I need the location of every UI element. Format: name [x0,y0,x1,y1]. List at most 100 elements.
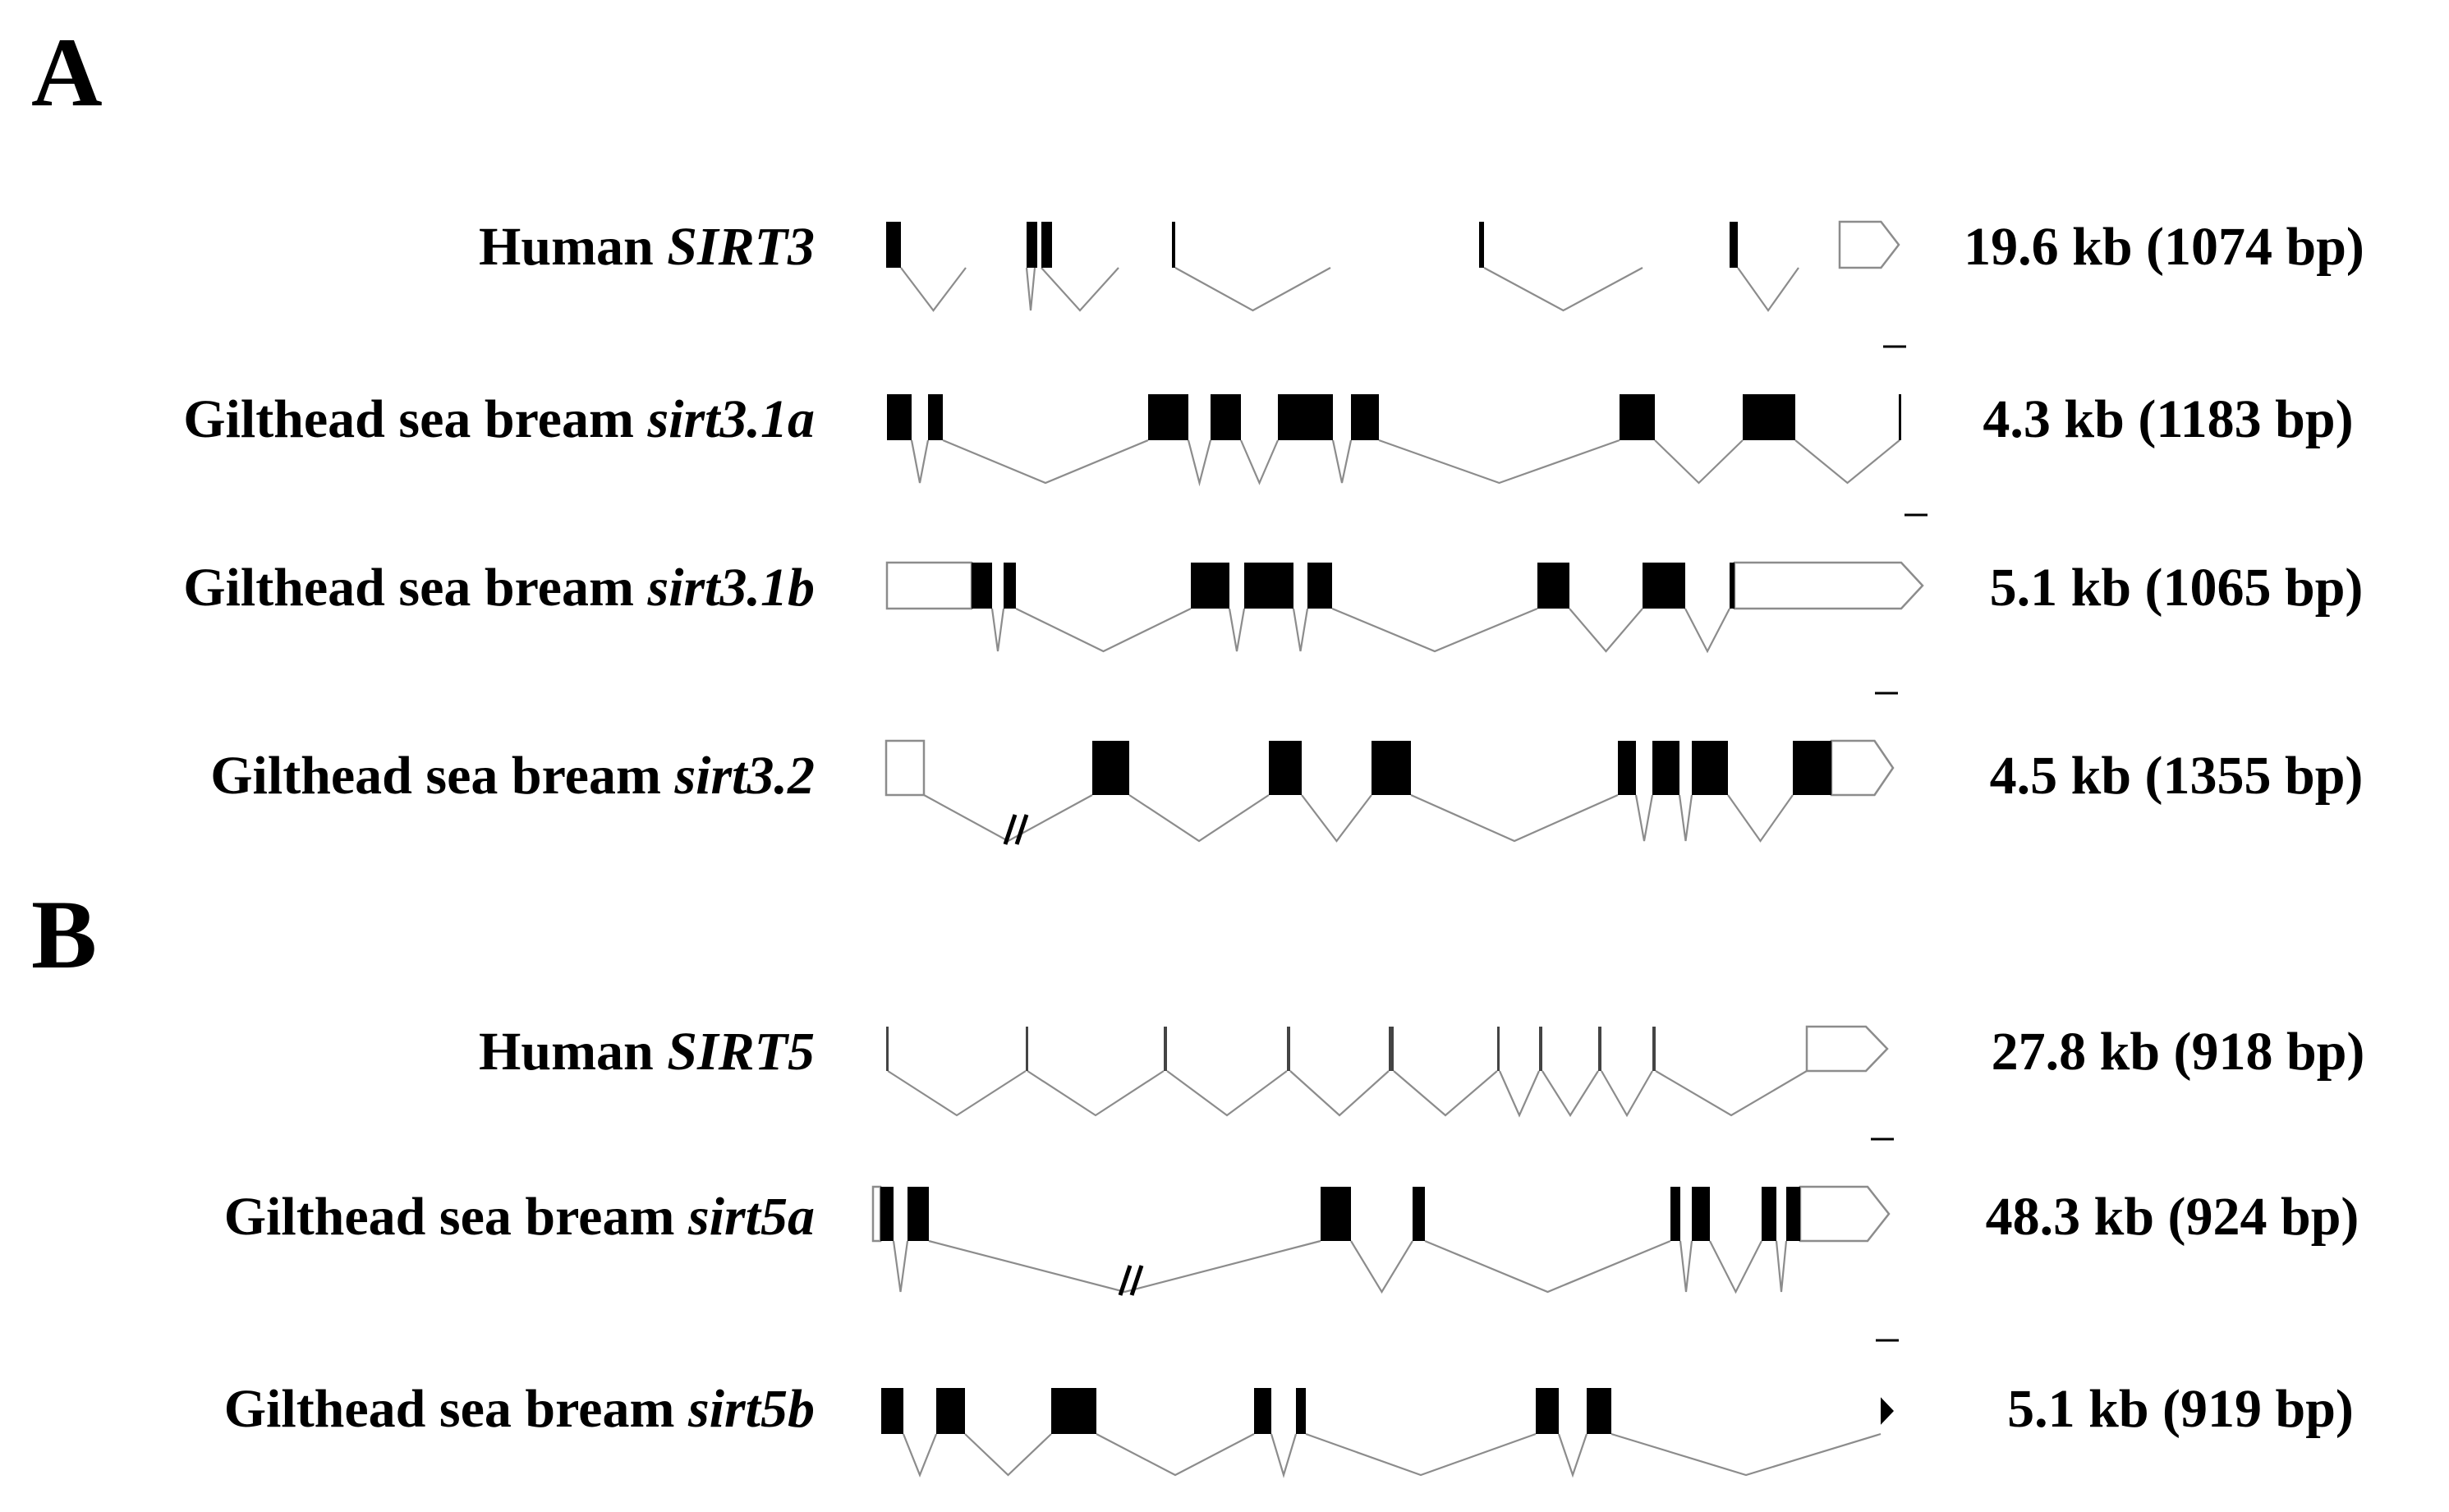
utr-end-arrow [1799,1185,1891,1243]
exon-box [1372,741,1411,795]
exon-box [1497,1027,1500,1071]
intron-line [1128,794,1270,843]
intron-line [1228,608,1246,652]
intron-line [990,608,1005,652]
exon-box [880,1187,894,1241]
gene-symbol: sirt3.1a [647,389,815,449]
gene-label-sirt3-2: Gilthead sea bream sirt3.2 [210,749,815,803]
exon-box [1618,741,1636,795]
exon-box [907,1187,929,1241]
break-mark [1003,814,1018,845]
exon-box [886,1027,889,1071]
utr-end-arrow [1881,1397,1894,1425]
exon-box [1211,394,1241,440]
gene-symbol: sirt5b [687,1379,815,1439]
intron-line [1634,794,1654,842]
break-mark [1118,1265,1133,1296]
intron-line [964,1433,1052,1477]
intron-line [1483,267,1643,312]
intron-line [1025,267,1036,311]
exon-box [1670,1187,1680,1241]
exon-box [1027,222,1037,268]
intron-line [1569,608,1643,653]
intron-line [1678,794,1693,842]
gene-label-human-sirt3: Human SIRT3 [479,220,815,274]
intron-line [1041,267,1119,312]
exon-box [1899,394,1901,440]
intron-line [1654,439,1744,485]
gene-label-sirt5a: Gilthead sea bream sirt5a [224,1190,815,1244]
gene-label-sirt3-1a: Gilthead sea bream sirt3.1a [183,393,815,447]
intron-line [1794,439,1900,485]
intron-line [1350,1240,1413,1294]
intron-line [1187,439,1212,487]
exon-box [1389,1027,1394,1071]
intron-line [900,267,967,312]
gene-prefix: Gilthead sea bream [183,389,648,449]
intron-line [1301,794,1372,843]
exon-box [936,1388,965,1434]
intron-line [1424,1239,1671,1294]
gene-symbol: SIRT3 [667,217,815,277]
gene-symbol: sirt5a [687,1187,815,1247]
exon-box [1321,1187,1351,1241]
gene-symbol: SIRT5 [667,1022,815,1082]
exon-box [1539,1027,1542,1071]
intron-line [1557,1433,1588,1478]
panel-label-b: B [31,880,98,989]
utr-end-arrow [1733,561,1924,610]
exon-box [928,394,943,440]
intron-line [1601,1070,1653,1118]
exon-box [1351,394,1379,440]
exon-box [1004,563,1016,609]
exon-box [1692,741,1728,795]
intron-line [1393,1070,1498,1117]
gene-symbol: sirt3.1b [647,558,815,618]
exon-box [1536,1388,1559,1434]
exon-box [1041,222,1052,268]
utr-box [884,739,926,797]
exon-box [1730,563,1735,609]
gene-prefix: Gilthead sea bream [223,1187,688,1247]
exon-box [1730,222,1738,268]
exon-box [1287,1027,1290,1071]
gene-size-human-sirt3: 19.6 kb (1074 bp) [1964,217,2364,277]
intron-line [910,439,930,484]
intron-line [1378,439,1620,485]
gene-size-sirt3-2: 4.5 kb (1355 bp) [1989,746,2364,806]
exon-box [1172,222,1175,268]
gene-label-sirt3-1b: Gilthead sea bream sirt3.1b [183,561,815,615]
intron-line [1684,608,1730,654]
gene-size-human-sirt5: 27.8 kb (918 bp) [1991,1022,2365,1082]
gene-size-sirt5b: 5.1 kb (919 bp) [2007,1379,2354,1439]
exon-box [1244,563,1293,609]
exon-box [1643,563,1685,609]
intron-line [1542,1070,1599,1118]
intron-line [942,439,1149,485]
exon-box [1164,1027,1167,1071]
utr-end-arrow [1805,1025,1889,1073]
exon-box [1620,394,1655,440]
intron-line [1305,1432,1537,1477]
intron-line [1498,1070,1541,1118]
intron-line [1331,607,1538,653]
intron-line [1015,608,1192,653]
exon-box [1092,741,1129,795]
intron-line [1331,439,1353,484]
intron-line [928,1239,1321,1294]
exon-box [1762,1187,1776,1241]
intron-line [1737,267,1799,312]
exon-box [1413,1187,1425,1241]
intron-line [1775,1240,1788,1293]
intron-line [1239,439,1280,485]
exon-box [1479,222,1484,268]
utr-box [871,1185,882,1243]
exon-box [1652,1027,1656,1071]
intron-line [1270,1433,1298,1478]
intron-line [1166,1070,1288,1117]
gene-size-sirt3-1b: 5.1 kb (1065 bp) [1989,558,2364,618]
panel-label-a: A [31,17,103,126]
intron-line [887,1070,1027,1117]
intron-line [1610,1432,1882,1477]
